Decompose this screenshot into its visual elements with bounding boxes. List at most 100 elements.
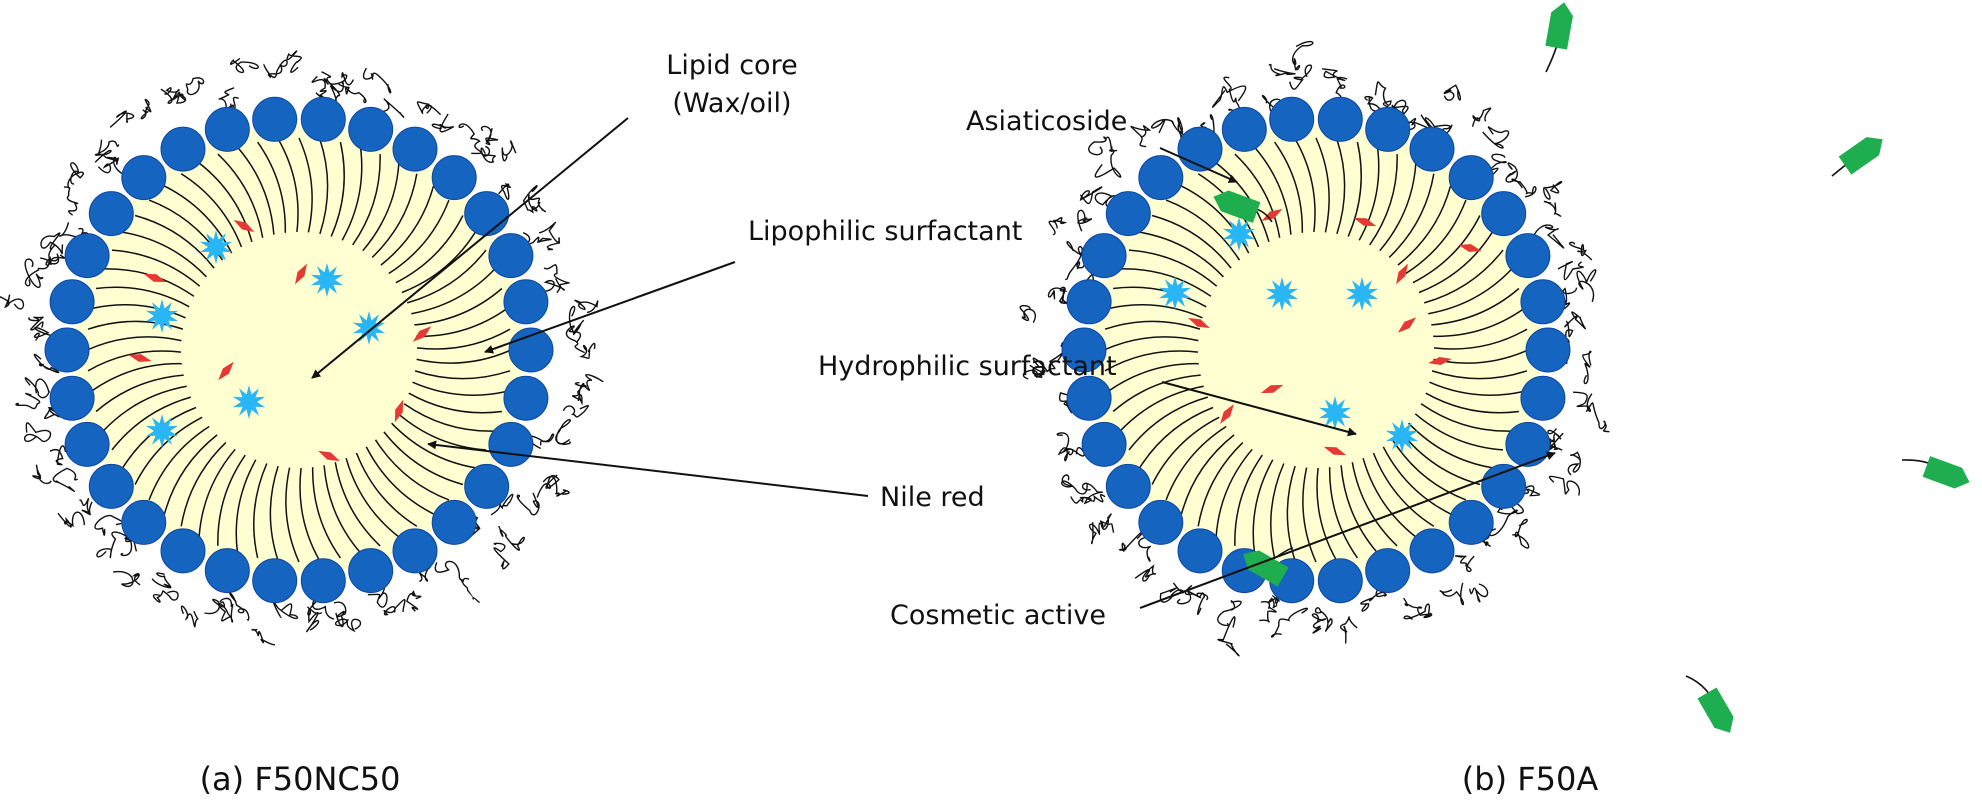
polymer-chain [568, 305, 585, 336]
lipophilic-tail [311, 467, 342, 559]
hydrophilic-head [121, 155, 167, 201]
hydrophilic-head [488, 421, 534, 467]
polymer-chain [43, 407, 61, 420]
polymer-chain [1454, 555, 1475, 573]
asiaticoside-ligands [1213, 2, 1970, 733]
blue-star-icon [145, 299, 179, 333]
label-lipophilic: Lipophilic surfactant [748, 216, 1022, 247]
hydrophilic-head [1409, 528, 1455, 574]
lipophilic-tail [111, 396, 192, 451]
lipophilic-tail [180, 173, 243, 248]
red-diamond-icon [412, 326, 432, 342]
lipophilic-tail [403, 403, 495, 432]
polymer-chain [1543, 180, 1563, 200]
lipophilic-tail [1428, 268, 1513, 315]
hydrophilic-head [503, 375, 549, 421]
polymer-chain [32, 464, 52, 485]
polymer-chain [140, 98, 152, 120]
polymer-chain [1292, 40, 1314, 71]
lipophilic-tails [86, 137, 512, 563]
hydrophilic-head [431, 499, 477, 545]
polymer-chain [1022, 364, 1046, 380]
hydrophilic-head [464, 191, 510, 237]
red-diamond-icon [1458, 244, 1482, 252]
hydrophilic-head [88, 463, 134, 509]
green-pentagon-tag-icon [1243, 550, 1289, 587]
lipophilic-tail [1215, 448, 1253, 538]
lipophilic-tail [414, 370, 511, 380]
lipophilic-tail [416, 328, 511, 350]
red-diamond-icon [1261, 209, 1283, 221]
label-lipid-core-line2: (Wax/oil) [672, 88, 791, 119]
hydrophilic-head [392, 528, 438, 574]
lipophilic-tail [1433, 328, 1528, 350]
lipophilic-tail [299, 467, 321, 562]
polymer-chain [40, 232, 64, 255]
lipophilic-tail [1151, 214, 1232, 269]
hydrophilic-head [49, 375, 95, 421]
polymer-chain [1079, 482, 1104, 505]
hydrophilic-head [300, 96, 346, 142]
polymer-chain [97, 139, 120, 155]
hydrophilic-head [1081, 233, 1127, 279]
hydrophilic-head [1177, 528, 1223, 574]
lipophilic-tail [1420, 403, 1512, 432]
lipophilic-tail [1405, 199, 1467, 275]
red-diamond-icon [295, 263, 307, 285]
polymer-chain [459, 578, 480, 604]
polymer-chain [1065, 240, 1083, 281]
polymer-chain [1079, 186, 1103, 205]
lipophilic-tails [1103, 137, 1529, 563]
hydrophilic-head [1317, 96, 1363, 142]
blue-star-icon [352, 311, 386, 345]
polymer-chain [1543, 200, 1562, 217]
polymer-chain [1512, 518, 1530, 549]
hydrophilic-head [1520, 279, 1566, 325]
hydrophilic-head [300, 558, 346, 604]
polymer-chain [33, 353, 60, 374]
red-diamond-icon [1188, 317, 1210, 329]
lipophilic-tail [134, 214, 215, 269]
hydrophilic-head [1061, 327, 1107, 373]
polymer-chain [333, 601, 347, 628]
hydrophilic-head [1365, 106, 1411, 152]
hydrophilic-head [488, 233, 534, 279]
hydrophilic-head [1481, 191, 1527, 237]
polymer-chain [204, 597, 232, 615]
lipophilic-tail [198, 448, 236, 538]
lipophilic-tail [1408, 422, 1493, 469]
polymer-chain [1267, 594, 1280, 609]
polymer-chain [1061, 474, 1088, 495]
polymer-chain [52, 467, 78, 493]
polymer-chain [1403, 597, 1432, 617]
lipophilic-tail [87, 350, 182, 372]
polymer-chain [151, 572, 172, 589]
lipophilic-tail [365, 446, 434, 515]
arrow-lipophilic [484, 261, 736, 354]
hydrophilic-head [1105, 463, 1151, 509]
lipophilic-tail [1362, 457, 1417, 538]
lipophilic-tail [1294, 138, 1316, 233]
polymer-chain [97, 156, 124, 175]
red-diamond-icon [1428, 357, 1452, 365]
lipophilic-tail [1328, 467, 1359, 559]
polymer-chain [431, 113, 455, 133]
polymer-chain [1259, 601, 1277, 623]
lipophilic-tail [1165, 199, 1241, 261]
polymer-chain [538, 221, 561, 251]
lipophilic-tail [1104, 350, 1199, 372]
lipophilic-tail [416, 349, 512, 364]
blue-star-icon [1265, 277, 1299, 311]
lipophilic-tail [380, 185, 435, 266]
polymer-chain [562, 404, 590, 418]
red-diamond-icon [218, 361, 234, 381]
polymer-chain [305, 608, 323, 633]
polymer-chain [578, 342, 596, 359]
lipophilic-tail [1107, 304, 1203, 319]
hydrophilic-head [64, 421, 110, 467]
polymer-chain [1223, 76, 1241, 112]
lipophilic-tail [235, 459, 257, 553]
polymer-chain [527, 194, 547, 213]
lipophilic-tail [86, 336, 182, 351]
lipophilic-tail [1112, 374, 1201, 413]
